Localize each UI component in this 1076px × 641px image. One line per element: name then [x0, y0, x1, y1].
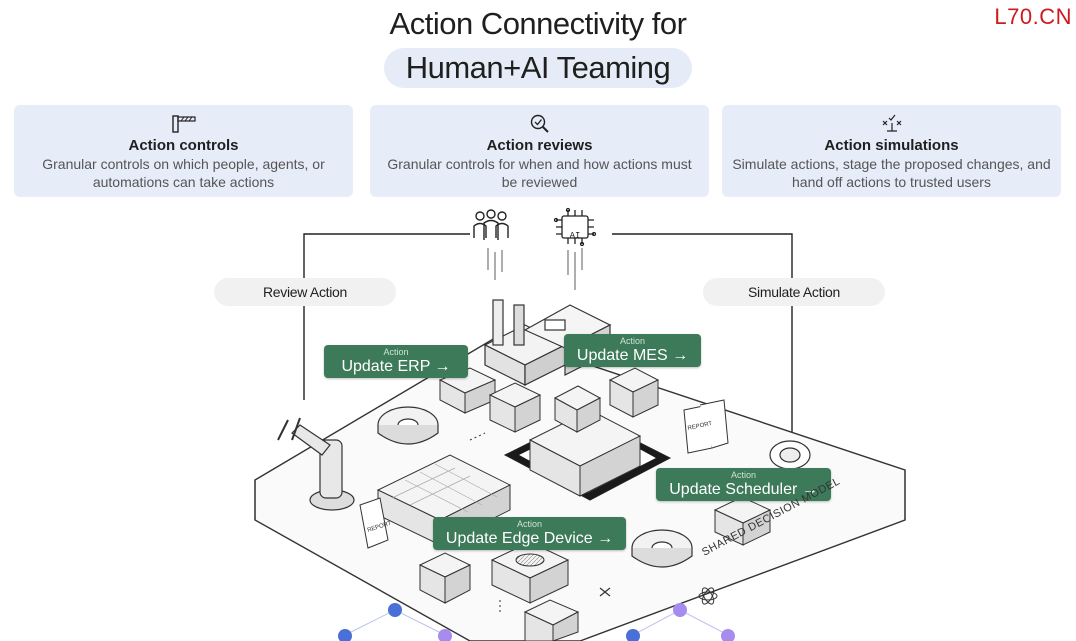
update-edge-device-button[interactable]: Action Update Edge Device → [433, 517, 626, 550]
simulate-action-pill: Simulate Action [703, 278, 885, 306]
signal-lines [487, 248, 583, 290]
network-nodes [338, 603, 735, 641]
gate-barrier-icon [171, 115, 196, 133]
page-title: Action Connectivity for Human+AI Teaming [0, 6, 1076, 88]
update-erp-button[interactable]: Action Update ERP → [324, 345, 468, 378]
card-action-simulations: Action simulations Simulate actions, sta… [722, 105, 1061, 197]
card-description: Simulate actions, stage the proposed cha… [732, 156, 1051, 190]
report-label-right: REPORT [687, 421, 713, 432]
network-node-icon [626, 629, 640, 641]
title-line-2: Human+AI Teaming [383, 48, 693, 88]
report-document-left [359, 497, 389, 549]
central-grid [503, 385, 672, 501]
card-description: Granular controls for when and how actio… [387, 156, 692, 190]
network-node-icon [673, 603, 687, 617]
gear-icon-right [631, 529, 693, 568]
card-action-reviews: Action reviews Granular controls for whe… [370, 105, 709, 197]
network-node-icon [721, 629, 735, 641]
watermark: L70.CN [994, 4, 1072, 29]
magnifier-check-icon [530, 114, 549, 133]
atom-icon [698, 587, 718, 605]
title-line-1: Action Connectivity for [389, 6, 687, 41]
action-small-label: Action [619, 336, 645, 346]
action-small-label: Action [383, 347, 409, 357]
action-small-label: Action [730, 470, 756, 480]
card-action-controls: Action controls Granular controls on whi… [14, 105, 353, 197]
action-label: Update Edge Device → [445, 530, 614, 547]
card-description: Granular controls on which people, agent… [42, 156, 325, 190]
report-document-right [683, 399, 729, 454]
people-icon [473, 209, 509, 240]
action-label: Update Scheduler → [669, 481, 818, 498]
clock-icon [769, 440, 811, 470]
gear-icon-left [377, 406, 439, 445]
update-scheduler-button[interactable]: Action Update Scheduler → [656, 468, 831, 501]
simulate-connector-line [612, 233, 793, 440]
action-small-label: Action [516, 519, 542, 529]
ai-chip-icon [553, 207, 597, 247]
network-node-icon [388, 603, 402, 617]
review-connector-line [303, 233, 470, 400]
network-node-icon [438, 629, 452, 641]
simulation-icon [882, 114, 901, 132]
network-node-icon [338, 629, 352, 641]
warehouse-cubes [376, 367, 772, 641]
card-title: Action reviews [486, 137, 593, 154]
action-label: Update MES → [576, 347, 689, 364]
ai-chip-label: AI [570, 231, 581, 241]
review-action-pill: Review Action [214, 278, 396, 306]
update-mes-button[interactable]: Action Update MES → [564, 334, 701, 367]
card-title: Action controls [128, 137, 239, 154]
card-title: Action simulations [824, 137, 959, 154]
cross-mark [599, 587, 611, 597]
action-label: Update ERP → [341, 358, 451, 375]
robot-arm-icon [277, 417, 355, 511]
